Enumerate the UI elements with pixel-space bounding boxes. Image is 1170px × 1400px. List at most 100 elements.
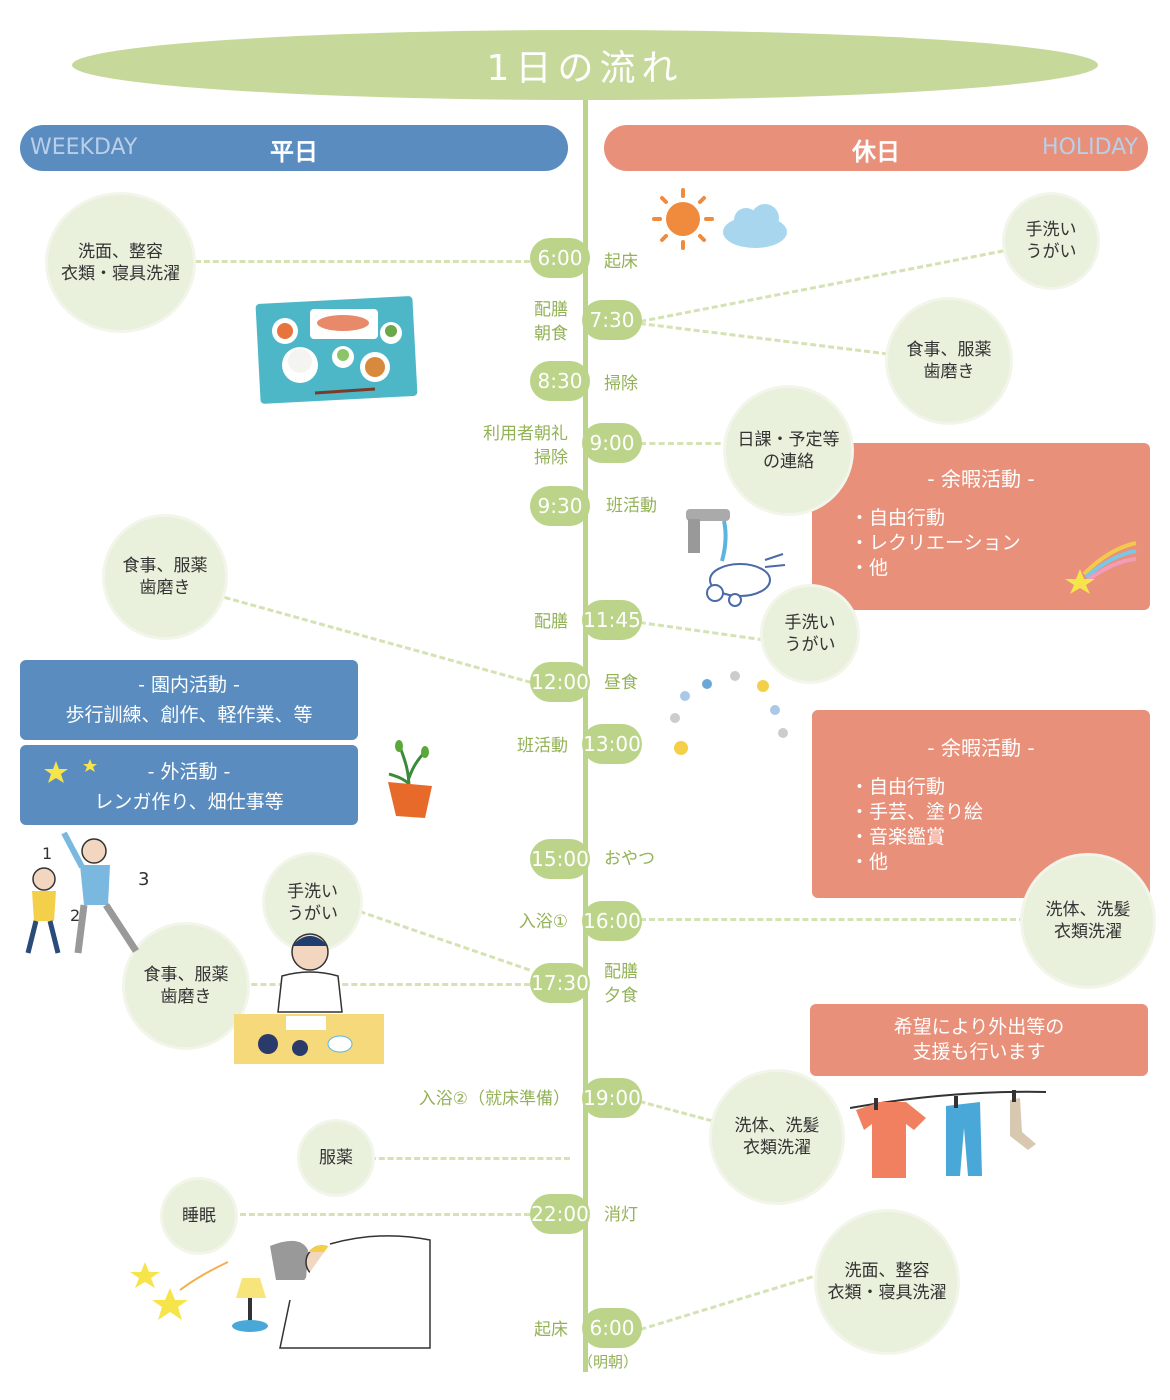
circle-text: 衣類・寝具洗濯 (61, 263, 180, 284)
weekday-inside-activity-box: - 園内活動 - 歩行訓練、創作、軽作業、等 (20, 660, 358, 740)
weekday-en-label: WEEKDAY (30, 135, 138, 160)
time-1600: 16:00 (582, 901, 642, 941)
weekday-sleep-circle: 睡眠 (163, 1180, 235, 1252)
box-text: 歩行訓練、創作、軽作業、等 (65, 704, 313, 726)
circle-text: 手洗い (784, 613, 836, 633)
box-heading: - 園内活動 - (138, 674, 240, 696)
time-1145: 11:45 (582, 600, 642, 640)
weekday-outside-activity-box: - 外活動 - レンガ作り、畑仕事等 (20, 745, 358, 825)
box-text: 希望により外出等の (893, 1016, 1065, 1038)
label-wake: 起床 (604, 252, 638, 272)
circle-text: 歯磨き (160, 987, 212, 1007)
label-line: 配膳 (534, 300, 568, 320)
weekday-medicine-circle: 服薬 (300, 1122, 372, 1194)
holiday-jp-label: 休日 (852, 138, 900, 166)
connector-line (639, 1100, 713, 1123)
handwashing-icon (686, 509, 786, 607)
breakfast-tray-icon (255, 296, 418, 404)
shooting-star-icon (1065, 541, 1137, 594)
time-2200: 22:00 (530, 1194, 590, 1234)
sleeping-person-icon (130, 1235, 431, 1349)
time-0600: 6:00 (530, 238, 590, 278)
circle-text: 衣類・寝具洗濯 (827, 1283, 947, 1303)
circle-text: 洗体、洗髪 (1045, 900, 1131, 920)
circle-text: 食事、服薬 (143, 965, 229, 985)
circle-text: 睡眠 (182, 1206, 216, 1226)
box-item: ・音楽鑑賞 (850, 826, 946, 848)
weekday-jp-label: 平日 (270, 138, 318, 166)
label-morning-meeting: 利用者朝礼 掃除 (450, 422, 568, 470)
page-title: 1日の流れ (486, 48, 684, 89)
holiday-morning-handwash-circle: 手洗い うがい (1005, 195, 1097, 287)
time-1900: 19:00 (582, 1078, 642, 1118)
connector-line (639, 322, 889, 356)
time-1500: 15:00 (530, 839, 590, 879)
box-item: ・自由行動 (850, 507, 946, 529)
label-breakfast: 配膳 朝食 (500, 298, 568, 346)
connector-line (640, 918, 1025, 921)
holiday-schedule-circle: 日課・予定等 の連絡 (726, 388, 851, 513)
box-item: ・自由行動 (850, 776, 946, 798)
circle-text: 服薬 (319, 1148, 353, 1168)
circle-text: 洗面、整容 (78, 241, 163, 262)
exercise-people-icon: 1 2 3 (25, 831, 149, 954)
circle-text: 歯磨き (923, 362, 975, 382)
circle-text: 歯磨き (139, 578, 191, 598)
circle-text: 食事、服薬 (906, 340, 992, 360)
box-item: ・他 (850, 851, 889, 873)
label-bath2: 入浴②（就床準備） (418, 1089, 570, 1109)
time-0730: 7:30 (582, 300, 642, 340)
label-group-activity-pm: 班活動 (517, 736, 568, 756)
time-0600-next: 6:00 (582, 1308, 642, 1348)
weekday-noon-meal-circle: 食事、服薬 歯磨き (105, 517, 225, 637)
svg-text:3: 3 (138, 869, 149, 890)
box-heading: - 余暇活動 - (927, 736, 1035, 760)
label-lights-out: 消灯 (604, 1205, 638, 1225)
weekday-header: WEEKDAY 平日 (20, 125, 568, 171)
circle-text: うがい (287, 903, 338, 924)
holiday-leisure-am-box: - 余暇活動 - ・自由行動 ・レクリエーション ・他 (812, 443, 1150, 610)
label-line: 配膳 (604, 962, 638, 982)
time-0900: 9:00 (582, 423, 642, 463)
holiday-morning-meal-circle: 食事、服薬 歯磨き (888, 300, 1010, 422)
connector-line (215, 983, 530, 986)
germ-splash-icon (670, 671, 788, 755)
label-cleaning: 掃除 (604, 374, 638, 394)
circle-text: 洗体、洗髪 (734, 1116, 820, 1136)
holiday-header: 休日 HOLIDAY (604, 125, 1148, 171)
time-1300: 13:00 (582, 724, 642, 764)
potted-plant-icon (388, 740, 432, 818)
sun-cloud-icon (652, 188, 787, 250)
box-text: レンガ作り、畑仕事等 (94, 791, 284, 813)
box-item: ・手芸、塗り絵 (850, 801, 984, 823)
time-1730: 17:30 (530, 963, 590, 1003)
label-line: 朝食 (534, 324, 568, 344)
time-0830: 8:30 (530, 361, 590, 401)
connector-line (195, 260, 530, 263)
circle-text: 洗面、整容 (844, 1261, 930, 1281)
circle-text: うがい (784, 635, 836, 655)
label-serving: 配膳 (534, 612, 568, 632)
time-0930: 9:30 (530, 486, 590, 526)
connector-line (240, 1213, 530, 1216)
label-lunch: 昼食 (604, 673, 638, 693)
connector-line (640, 1275, 814, 1331)
circle-text: 食事、服薬 (122, 556, 208, 576)
connector-line (370, 1157, 570, 1160)
label-line: 夕食 (604, 986, 638, 1006)
laundry-line-icon (850, 1090, 1047, 1178)
holiday-outing-box: 希望により外出等の 支援も行います (810, 1004, 1148, 1076)
circle-text: の連絡 (763, 451, 814, 472)
holiday-next-morning-circle: 洗面、整容 衣類・寝具洗濯 (817, 1212, 957, 1352)
box-text: 支援も行います (912, 1041, 1046, 1063)
circle-text: 日課・予定等 (737, 429, 840, 450)
title-banner: 1日の流れ (72, 30, 1098, 100)
circle-text: 手洗い (287, 881, 338, 902)
svg-text:1: 1 (42, 844, 52, 863)
svg-text:2: 2 (70, 906, 80, 925)
label-line: 掃除 (534, 448, 568, 468)
circle-text: うがい (1025, 242, 1077, 262)
star-icon (44, 759, 97, 783)
label-next-morning: （明朝） (578, 1353, 639, 1371)
box-item: ・レクリエーション (850, 532, 1021, 554)
